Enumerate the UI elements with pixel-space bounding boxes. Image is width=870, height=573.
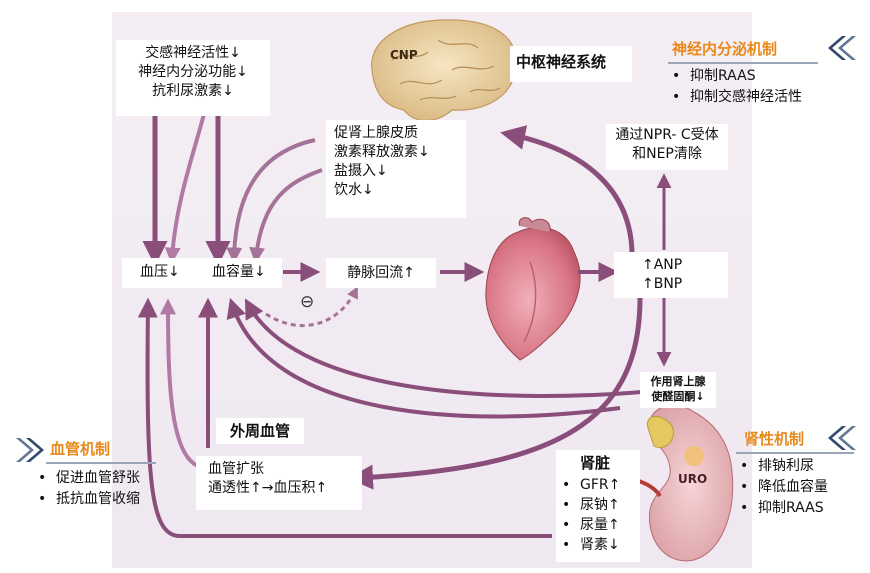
effect-sympathetic: 交感神经活性↓: [145, 45, 241, 61]
urine-sodium-item: 尿钠↑: [562, 495, 640, 515]
effect-adh: 抗利尿激素↓: [152, 83, 234, 99]
vascular-mechanism-title: 血管机制: [50, 440, 111, 458]
peripheral-effects-box: 血管扩张 通透性↑→血压积↑: [196, 456, 362, 510]
adrenal-line-1: 促肾上腺皮质: [334, 125, 418, 141]
neuro-mechanism-title: 神经内分泌机制: [672, 40, 778, 58]
kidney-box: 肾脏 GFR↑ 尿钠↑ 尿量↑ 肾素↓: [556, 450, 640, 562]
kidney-illustration: [625, 404, 734, 562]
heart-illustration: [485, 217, 581, 361]
inhibit-icon: ⊖: [300, 292, 315, 312]
top-left-effects: 交感神经活性↓ 神经内分泌功能↓ 抗利尿激素↓: [116, 40, 270, 116]
salt-intake: 盐摄入↓: [334, 163, 388, 179]
renal-mechanism-title: 肾性机制: [744, 430, 805, 448]
permeability: 通透性↑→血压积↑: [208, 480, 328, 496]
adrenal-effect-box: 作用肾上腺 使醛固酮↓: [640, 372, 716, 408]
chevron-left-icon: [828, 426, 856, 450]
adrenal-cortex-box: 促肾上腺皮质 激素释放激素↓ 盐摄入↓ 饮水↓: [326, 120, 466, 218]
renal-rule: [736, 452, 854, 454]
effect-neuroendocrine: 神经内分泌功能↓: [138, 64, 248, 80]
adrenal-effect-line-1: 作用肾上腺: [650, 375, 706, 388]
bp-volume-box: 血压↓ 血容量↓: [122, 258, 282, 288]
anp-label: ↑ANP: [642, 257, 683, 273]
gfr-item: GFR↑: [562, 475, 640, 495]
water-intake: 饮水↓: [334, 182, 374, 198]
brain-illustration: [371, 19, 517, 122]
vascular-item-2: 抵抗血管收缩: [38, 489, 140, 510]
renin-item: 肾素↓: [562, 535, 640, 555]
cns-title: 中枢神经系统: [510, 46, 632, 82]
npr-line-1: 通过NPR- C受体: [615, 127, 719, 143]
cnp-label: CNP: [390, 48, 418, 62]
kidney-title: 肾脏: [580, 454, 611, 472]
vascular-item-1: 促进血管舒张: [38, 468, 140, 489]
chevron-right-icon: [16, 438, 44, 462]
adrenal-line-2: 激素释放激素↓: [334, 144, 430, 160]
blood-volume-label: 血容量↓: [212, 264, 266, 280]
vasodilation: 血管扩张: [208, 461, 264, 477]
venous-return-box: 静脉回流↑: [326, 258, 436, 288]
renal-item-3: 抑制RAAS: [740, 498, 828, 519]
chevron-left-icon: [828, 36, 856, 60]
neuro-rule: [668, 62, 818, 64]
renal-mechanism-list: 排钠利尿 降低血容量 抑制RAAS: [740, 456, 828, 519]
neuro-item-1: 抑制RAAS: [672, 66, 802, 87]
renal-item-1: 排钠利尿: [740, 456, 828, 477]
urine-volume-item: 尿量↑: [562, 515, 640, 535]
vascular-rule: [46, 462, 156, 464]
npr-line-2: 和NEP清除: [632, 146, 702, 162]
neuro-mechanism-list: 抑制RAAS 抑制交感神经活性: [672, 66, 802, 108]
renal-item-2: 降低血容量: [740, 477, 828, 498]
uro-label: URO: [678, 472, 708, 486]
anp-bnp-box: ↑ANP ↑BNP: [614, 252, 728, 298]
neuro-item-2: 抑制交感神经活性: [672, 87, 802, 108]
blood-pressure-label: 血压↓: [140, 264, 180, 280]
adrenal-effect-line-2: 使醛固酮↓: [651, 390, 705, 403]
peripheral-title: 外周血管: [216, 418, 304, 444]
vascular-mechanism-list: 促进血管舒张 抵抗血管收缩: [38, 468, 140, 510]
npr-clearance-box: 通过NPR- C受体 和NEP清除: [606, 124, 728, 170]
bnp-label: ↑BNP: [642, 276, 683, 292]
